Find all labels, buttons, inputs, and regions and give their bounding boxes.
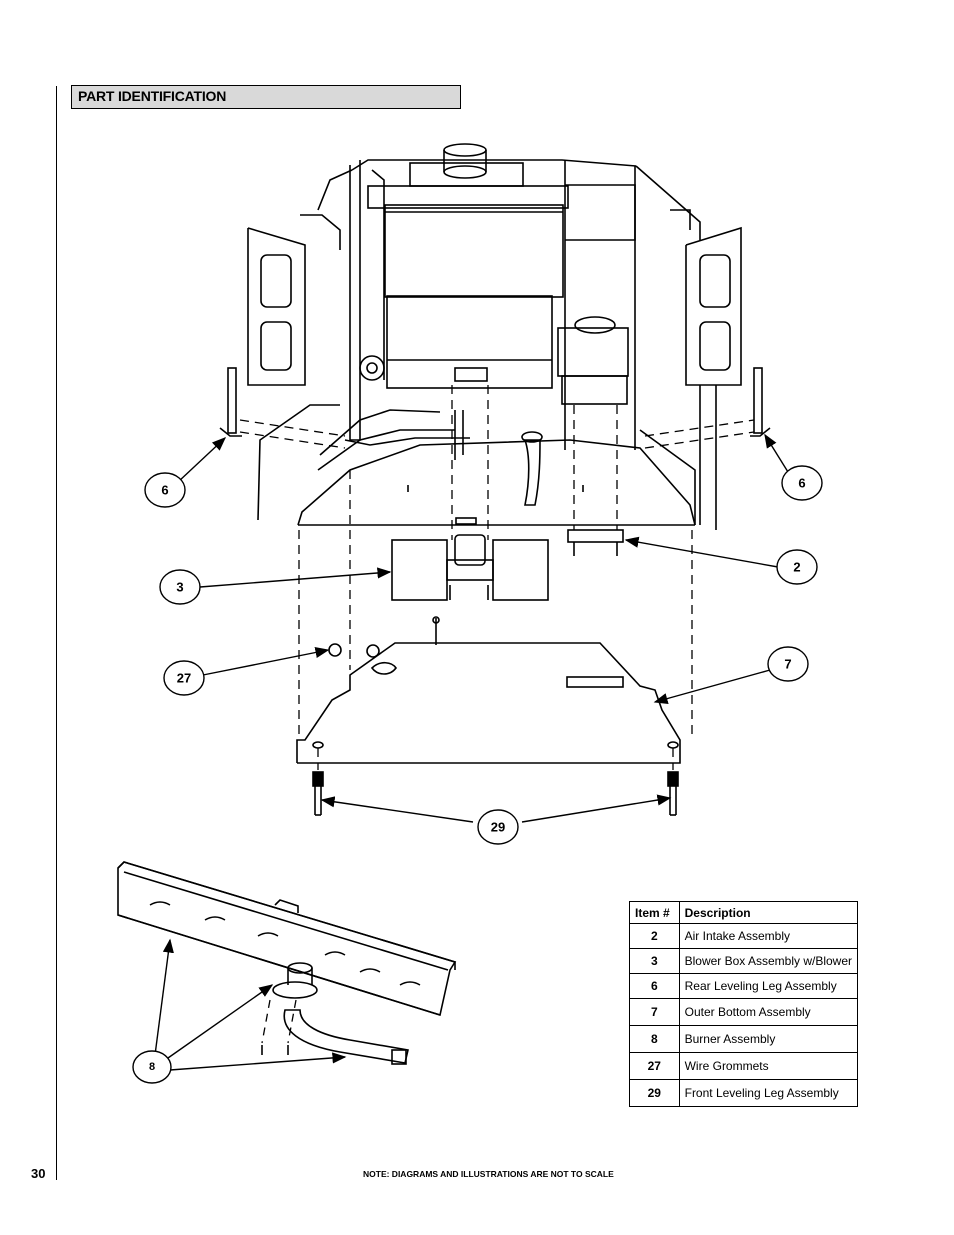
callout-3: 3 [159, 569, 201, 605]
item-number: 3 [629, 948, 680, 974]
svg-text:2: 2 [793, 560, 800, 575]
item-number: 7 [629, 998, 680, 1026]
margin-rule [56, 86, 57, 1180]
item-number: 8 [629, 1025, 680, 1053]
callout-2: 2 [776, 549, 818, 585]
svg-text:6: 6 [161, 483, 168, 498]
column-header-item: Item # [629, 901, 680, 924]
svg-text:8: 8 [149, 1061, 155, 1073]
callout-6-right: 6 [781, 465, 823, 501]
item-description: Air Intake Assembly [678, 923, 859, 949]
firebox-assembly [219, 143, 771, 530]
item-description: Front Leveling Leg Assembly [678, 1079, 859, 1107]
table-row: 7 Outer Bottom Assembly [629, 998, 859, 1026]
callout-6-left: 6 [144, 472, 186, 508]
front-leveling-legs [312, 771, 679, 816]
page-number: 30 [31, 1166, 46, 1181]
table-header-row: Item # Description [629, 901, 859, 924]
parts-table: Item # Description 2 Air Intake Assembly… [629, 901, 859, 1107]
svg-text:27: 27 [177, 671, 191, 686]
item-description: Rear Leveling Leg Assembly [678, 973, 859, 999]
section-title: PART IDENTIFICATION [71, 85, 461, 109]
callout-7: 7 [767, 646, 809, 682]
alignment-dashed-lines [239, 385, 755, 770]
footer-note: NOTE: DIAGRAMS AND ILLUSTRATIONS ARE NOT… [363, 1169, 614, 1179]
blower-box-assembly [391, 534, 549, 601]
svg-text:7: 7 [784, 657, 791, 672]
item-number: 6 [629, 973, 680, 999]
item-description: Outer Bottom Assembly [678, 998, 859, 1026]
table-row: 27 Wire Grommets [629, 1052, 859, 1080]
item-number: 2 [629, 923, 680, 949]
column-header-description: Description [678, 901, 859, 924]
item-description: Blower Box Assembly w/Blower [678, 948, 859, 974]
table-row: 8 Burner Assembly [629, 1025, 859, 1053]
leader-lines [154, 433, 789, 1071]
burner-assembly [117, 861, 457, 1065]
table-row: 6 Rear Leveling Leg Assembly [629, 973, 859, 999]
item-number: 29 [629, 1079, 680, 1107]
air-intake-assembly [567, 529, 624, 556]
outer-bottom-assembly [296, 616, 681, 764]
table-row: 2 Air Intake Assembly [629, 923, 859, 949]
item-description: Wire Grommets [678, 1052, 859, 1080]
wire-grommets [328, 643, 380, 658]
burner-dashed-lines [261, 999, 297, 1044]
table-row: 29 Front Leveling Leg Assembly [629, 1079, 859, 1107]
svg-text:6: 6 [798, 476, 805, 491]
callout-27: 27 [163, 660, 205, 696]
item-description: Burner Assembly [678, 1025, 859, 1053]
table-row: 3 Blower Box Assembly w/Blower [629, 948, 859, 974]
item-number: 27 [629, 1052, 680, 1080]
callout-29: 29 [477, 809, 519, 845]
callout-8: 8 [132, 1050, 172, 1084]
svg-text:29: 29 [491, 820, 505, 835]
svg-text:3: 3 [176, 580, 183, 595]
